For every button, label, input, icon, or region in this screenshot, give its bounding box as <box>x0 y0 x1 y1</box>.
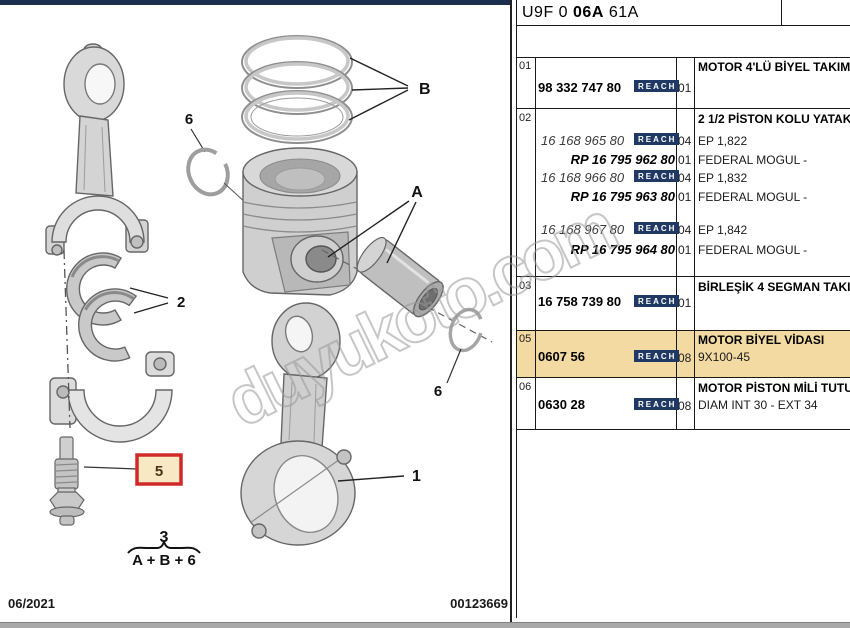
label-piston-rings: B <box>419 81 431 98</box>
label-bearing-shells: 2 <box>177 294 185 311</box>
part-detail: FEDERAL MOGUL - <box>698 190 808 204</box>
reach-badge[interactable]: REACH <box>634 170 680 182</box>
formula-total: 3 <box>160 529 169 546</box>
part-description: BİRLEŞİK 4 SEGMAN TAKIMI <box>698 280 850 294</box>
piston <box>242 147 358 296</box>
top-navy-bar <box>0 0 510 5</box>
piston-rings <box>241 35 353 144</box>
bottom-gray-bar <box>0 622 850 628</box>
part-detail: EP 1,842 <box>698 223 748 237</box>
column-divider <box>676 57 677 429</box>
label-circlip-left: 6 <box>185 111 193 128</box>
quantity: 04 <box>678 134 692 148</box>
part-detail: FEDERAL MOGUL - <box>698 153 808 167</box>
part-detail: DIAM INT 30 - EXT 34 <box>698 398 818 412</box>
table-border <box>516 377 850 378</box>
panel-divider <box>510 0 512 622</box>
quantity: 01 <box>678 296 692 310</box>
column-divider <box>694 57 695 429</box>
row-number: 03 <box>519 280 532 292</box>
quantity: 01 <box>678 153 692 167</box>
catalog-code-bold: 06A <box>573 4 604 21</box>
reach-badge[interactable]: REACH <box>634 133 680 145</box>
table-border <box>516 25 850 26</box>
assembly-axis-line <box>63 249 71 429</box>
quantity: 04 <box>678 223 692 237</box>
quantity: 04 <box>678 171 692 185</box>
quantity: 08 <box>678 351 692 365</box>
catalog-code-part1: U9F 0 <box>522 4 574 21</box>
circlip-right: 6 <box>434 307 484 400</box>
reach-badge[interactable]: REACH <box>634 295 680 307</box>
connecting-rod-exploded <box>45 43 149 256</box>
part-number: 16 758 739 80 <box>538 294 622 309</box>
catalog-code: U9F 0 06A 61A <box>522 4 639 22</box>
reach-badge[interactable]: REACH <box>634 398 680 410</box>
formula-sum: A + B + 6 <box>132 552 196 569</box>
part-number: 0607 56 <box>538 349 585 364</box>
label5-box <box>135 453 183 486</box>
highlighted-row-background <box>517 331 850 377</box>
label5-leader-line <box>83 466 138 470</box>
label-bearing-shells-group: 2 <box>129 287 185 314</box>
part-number: 16 168 966 80 <box>541 170 625 185</box>
label-connecting-rod: 1 <box>412 468 421 485</box>
label-bolt: 5 <box>155 463 163 480</box>
part-number-rp: RP 16 795 963 80 <box>570 189 675 204</box>
part-description: MOTOR 4'LÜ BİYEL TAKIMI <box>698 60 850 74</box>
part-number-rp: RP 16 795 964 80 <box>570 242 675 257</box>
part-number: 16 168 967 80 <box>541 222 625 237</box>
label-connecting-rod-group: 1 <box>337 468 421 485</box>
label-piston-assembly-group: A <box>327 184 423 264</box>
row-number: 02 <box>519 112 532 124</box>
part-description: 2 1/2 PİSTON KOLU YATAK <box>698 112 850 126</box>
part-number: 98 332 747 80 <box>538 80 622 95</box>
quantity-formula: 3 A + B + 6 <box>127 529 201 569</box>
label-rings-group: B <box>348 57 431 121</box>
part-description: MOTOR BİYEL VİDASI <box>698 333 825 347</box>
catalog-code-part2: 61A <box>603 4 639 21</box>
quantity: 08 <box>678 399 692 413</box>
label-piston-assembly: A <box>411 184 423 201</box>
table-left-border <box>516 0 517 618</box>
reach-badge[interactable]: REACH <box>634 350 680 362</box>
formula-brace <box>127 539 201 554</box>
part-detail: EP 1,822 <box>698 134 748 148</box>
table-border <box>516 276 850 277</box>
part-number: 0630 28 <box>538 397 585 412</box>
bearing-cap <box>49 351 175 443</box>
header-cell-divider <box>781 0 782 26</box>
reach-badge[interactable]: REACH <box>634 80 680 92</box>
row-number: 06 <box>519 381 532 393</box>
exploded-parts-diagram: 5 3 A + B + 6 6 B <box>45 35 493 569</box>
table-border <box>516 330 850 331</box>
document-number: 00123669 <box>450 596 508 611</box>
part-detail: 9X100-45 <box>698 350 751 364</box>
table-border <box>516 429 850 430</box>
quantity: 01 <box>678 190 692 204</box>
part-number-rp: RP 16 795 962 80 <box>570 152 675 167</box>
piston-pin <box>356 236 444 318</box>
part-description: MOTOR PİSTON MİLİ TUTU <box>698 381 850 395</box>
quantity: 01 <box>678 81 692 95</box>
part-detail: FEDERAL MOGUL - <box>698 243 808 257</box>
table-border <box>516 57 850 58</box>
quantity: 01 <box>678 243 692 257</box>
reach-badge[interactable]: REACH <box>634 222 680 234</box>
rod-bolt <box>49 436 85 526</box>
connecting-rod-assembled <box>240 302 356 546</box>
part-detail: EP 1,832 <box>698 171 748 185</box>
row-number: 01 <box>519 60 532 72</box>
table-border <box>516 108 850 109</box>
row-number: 05 <box>519 333 532 345</box>
bearing-shells <box>66 252 138 362</box>
revision-date: 06/2021 <box>8 596 55 611</box>
label-circlip-right: 6 <box>434 383 442 400</box>
column-divider <box>535 57 536 429</box>
part-number: 16 168 965 80 <box>541 133 625 148</box>
